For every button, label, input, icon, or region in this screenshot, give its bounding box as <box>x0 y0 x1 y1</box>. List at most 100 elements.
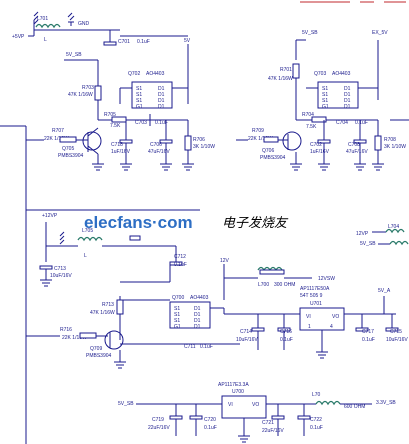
svg-text:Q706: Q706 <box>262 148 274 154</box>
svg-text:0.1uF: 0.1uF <box>362 337 375 343</box>
svg-text:R708: R708 <box>384 137 396 143</box>
svg-text:C713: C713 <box>54 266 66 272</box>
net-label-5vsb-b: 5V_SB <box>118 401 134 407</box>
svg-text:R707: R707 <box>52 128 64 134</box>
svg-text:C708: C708 <box>348 142 360 148</box>
c714-cap <box>251 327 265 332</box>
c720-cap <box>189 415 203 420</box>
svg-text:D1: D1 <box>194 318 201 324</box>
svg-text:AP1117E3.3A: AP1117E3.3A <box>218 382 249 388</box>
svg-text:10uF/16V: 10uF/16V <box>236 337 258 343</box>
svg-text:1uF/16V: 1uF/16V <box>310 149 330 155</box>
svg-text:D1: D1 <box>194 324 201 330</box>
svg-text:R705: R705 <box>104 112 116 118</box>
svg-text:D1: D1 <box>158 104 165 110</box>
svg-text:电子发烧友: 电子发烧友 <box>222 216 289 231</box>
svg-text:VO: VO <box>332 314 339 320</box>
svg-text:D1: D1 <box>194 312 201 318</box>
u701-ref: U701 <box>310 301 322 307</box>
svg-text:C712: C712 <box>174 254 186 260</box>
q702-pins: S1 S1 S1 G1 D1 D1 D1 D1 <box>136 86 165 110</box>
svg-text:AO4403: AO4403 <box>146 71 165 77</box>
svg-text:10uF/16V: 10uF/16V <box>386 337 408 343</box>
svg-text:L70: L70 <box>312 392 321 398</box>
q700-ref: Q700 <box>172 295 184 301</box>
r709-resistor <box>263 136 279 143</box>
net-label-5vsb-r: 5V_SB <box>360 241 376 247</box>
svg-text:S1: S1 <box>136 86 142 92</box>
emi-marks <box>33 11 39 25</box>
svg-text:0.1uF: 0.1uF <box>155 120 168 126</box>
svg-text:S1: S1 <box>174 312 180 318</box>
svg-text:0.1uF: 0.1uF <box>310 425 323 431</box>
svg-text:Q709: Q709 <box>90 346 102 352</box>
net-label-5vsb-1: 5V_SB <box>66 52 82 58</box>
net-label-5vsb-2: 5V_SB <box>302 30 318 36</box>
l701-inductor <box>35 23 61 29</box>
svg-text:D1: D1 <box>158 86 165 92</box>
svg-text:4: 4 <box>330 324 333 330</box>
q703-pins: S1 S1 S1 G1 D1 D1 D1 D1 <box>322 86 351 110</box>
svg-text:54T 505 9: 54T 505 9 <box>300 293 323 299</box>
svg-text:C717: C717 <box>362 329 374 335</box>
r706-resistor <box>184 135 192 151</box>
svg-text:R701: R701 <box>280 67 292 73</box>
gnd-symbol <box>67 12 75 26</box>
svg-text:S1: S1 <box>136 98 142 104</box>
svg-text:PMBS3904: PMBS3904 <box>58 153 84 159</box>
svg-text:Q705: Q705 <box>62 146 74 152</box>
l705-ref: L705 <box>82 228 93 234</box>
net-label-ex5v: EX_5V <box>372 30 388 36</box>
svg-text:7.5K: 7.5K <box>110 123 121 129</box>
q709-transistor <box>104 330 124 350</box>
svg-text:D1: D1 <box>344 104 351 110</box>
svg-text:R704: R704 <box>302 112 314 118</box>
q700-mosfet <box>169 301 211 329</box>
svg-text:D1: D1 <box>344 92 351 98</box>
svg-text:600 OHM: 600 OHM <box>344 404 365 410</box>
c719-cap <box>169 415 183 420</box>
c713-cap <box>39 265 53 270</box>
gnd-label: GND <box>78 21 90 27</box>
net-label-5vp: +5VP <box>12 34 25 40</box>
svg-text:S1: S1 <box>174 318 180 324</box>
svg-text:47K 1/16W: 47K 1/16W <box>68 92 93 98</box>
svg-text:0.1uF: 0.1uF <box>137 39 150 45</box>
svg-text:VO: VO <box>252 402 259 408</box>
svg-text:D1: D1 <box>158 98 165 104</box>
svg-text:C721: C721 <box>262 420 274 426</box>
svg-text:PMBS3904: PMBS3904 <box>260 155 286 161</box>
svg-text:300 OHM: 300 OHM <box>274 282 295 288</box>
svg-text:C706: C706 <box>150 142 162 148</box>
net-label-12vp: +12VP <box>42 213 58 219</box>
svg-text:10uF/16V: 10uF/16V <box>50 273 72 279</box>
svg-text:R709: R709 <box>252 128 264 134</box>
svg-text:47K 1/16W: 47K 1/16W <box>268 76 293 82</box>
svg-text:S1: S1 <box>322 92 328 98</box>
svg-text:R713: R713 <box>102 302 114 308</box>
svg-text:R706: R706 <box>193 137 205 143</box>
svg-text:S1: S1 <box>136 92 142 98</box>
r707-resistor <box>59 136 77 143</box>
svg-text:C703: C703 <box>135 120 147 126</box>
svg-text:47uF/16V: 47uF/16V <box>346 149 368 155</box>
svg-text:elecfans: elecfans <box>84 213 152 232</box>
svg-text:G1: G1 <box>136 104 143 110</box>
svg-text:C722: C722 <box>310 417 322 423</box>
svg-text:1uF/16V: 1uF/16V <box>111 149 131 155</box>
l7xx-inductor <box>315 400 341 406</box>
svg-text:VI: VI <box>228 402 233 408</box>
svg-text:22uF/16V: 22uF/16V <box>262 428 284 434</box>
svg-text:47K 1/16W: 47K 1/16W <box>90 310 115 316</box>
svg-text:C701: C701 <box>118 39 130 45</box>
svg-text:0.1uF: 0.1uF <box>200 344 213 350</box>
svg-text:R703: R703 <box>82 85 94 91</box>
svg-text:D1: D1 <box>194 306 201 312</box>
svg-text:C715: C715 <box>390 329 402 335</box>
svg-text:S1: S1 <box>174 306 180 312</box>
svg-text:L: L <box>44 37 47 43</box>
svg-text:D1: D1 <box>344 86 351 92</box>
net-label-12vsw: 12VSW <box>318 276 335 282</box>
r713-resistor <box>116 299 124 315</box>
l701-ref: L701 <box>37 16 48 22</box>
